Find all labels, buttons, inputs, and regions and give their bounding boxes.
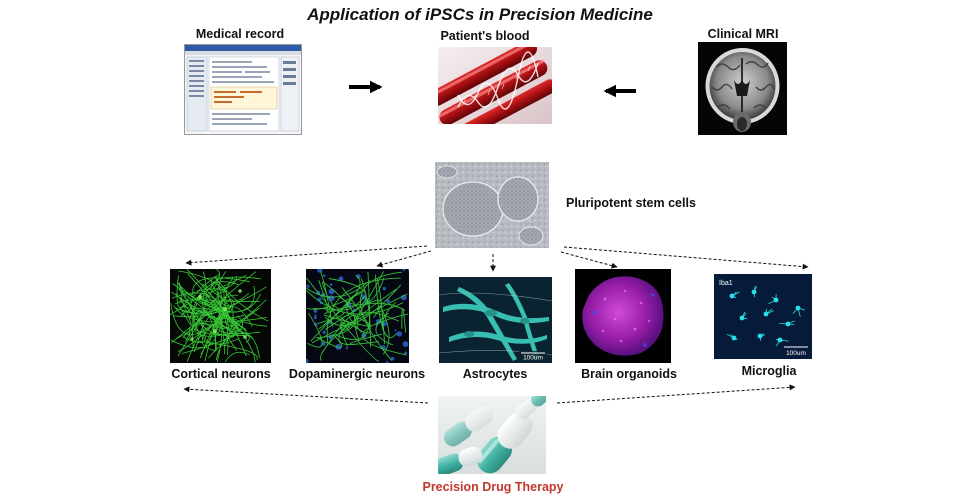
arrow-drug-to-microglia (556, 384, 796, 404)
arrow-to-microglia (563, 246, 809, 270)
patient-blood-label: Patient's blood (440, 29, 530, 43)
diagram-title: Application of iPSCs in Precision Medici… (307, 5, 653, 24)
cortical-neurons-label: Cortical neurons (171, 367, 271, 381)
arrow-to-dopaminergic (376, 250, 432, 268)
arrow-drug-to-cortical (183, 386, 429, 404)
drug-capsules-image (438, 396, 546, 474)
microglia-label: Microglia (741, 364, 797, 378)
clinical-mri-image (698, 42, 787, 135)
brain-organoids-label: Brain organoids (581, 367, 677, 381)
brain-organoids-image (575, 269, 671, 363)
precision-drug-therapy-label: Precision Drug Therapy (422, 480, 564, 494)
arrow-to-organoids (560, 251, 618, 269)
medical-record-image (184, 44, 302, 135)
microglia-image: Iba1 100um (714, 274, 812, 359)
astrocytes-label: Astrocytes (462, 367, 528, 381)
dopaminergic-neurons-image (306, 269, 409, 363)
astrocytes-scale-bar: 100um (523, 355, 543, 362)
arrow-to-cortical (185, 245, 428, 266)
stem-cells-image (435, 162, 549, 248)
microglia-iba1-label: Iba1 (719, 280, 733, 287)
clinical-mri-label: Clinical MRI (707, 27, 779, 41)
astrocytes-image: 100um (439, 277, 552, 363)
patient-blood-image (438, 47, 552, 124)
medical-record-label: Medical record (195, 27, 285, 41)
dopaminergic-neurons-label: Dopaminergic neurons (288, 367, 426, 381)
microglia-scale-bar: 100um (786, 350, 806, 357)
stem-cells-label: Pluripotent stem cells (566, 196, 696, 210)
cortical-neurons-image (170, 269, 271, 363)
